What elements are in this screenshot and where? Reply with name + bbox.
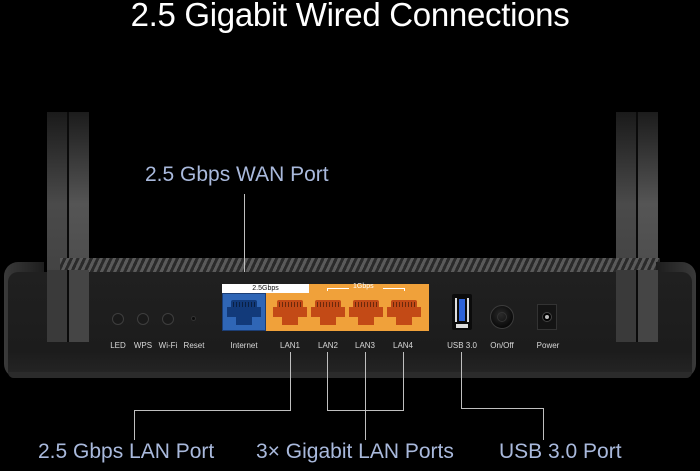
lan3-port[interactable]: [349, 300, 383, 326]
wan-port-callout: 2.5 Gbps WAN Port: [145, 163, 329, 186]
wan-callout-line: [244, 194, 245, 272]
lan4-label: LAN4: [392, 341, 414, 350]
lan-2-5g-callout: 2.5 Gbps LAN Port: [38, 440, 215, 463]
usb-callout-line-h: [461, 408, 544, 409]
ethernet-jack-icon: [227, 300, 261, 326]
lan1-port[interactable]: [273, 300, 307, 326]
gigabit-bracket-left: [327, 288, 349, 289]
onoff-label: On/Off: [490, 341, 514, 350]
gigabit-bracket-tick-left: [327, 288, 328, 291]
left-antenna-lower: [47, 270, 89, 342]
page-title: 2.5 Gigabit Wired Connections: [130, 0, 570, 33]
lan4-callout-line: [403, 352, 404, 411]
lan1-callout-line-v: [290, 352, 291, 411]
gigabit-bracket-tick-right: [404, 288, 405, 291]
reset-label: Reset: [183, 341, 205, 350]
lan2-callout-line: [327, 352, 328, 411]
lan2-label: LAN2: [317, 341, 339, 350]
usb-callout-line-drop: [543, 408, 544, 440]
router-base: [8, 372, 692, 378]
usb-port[interactable]: [452, 294, 472, 330]
usb-port-callout: USB 3.0 Port: [499, 440, 622, 463]
internet-label: Internet: [230, 341, 258, 350]
power-jack[interactable]: [537, 304, 557, 330]
power-label: Power: [536, 341, 560, 350]
lan4-port[interactable]: [387, 300, 421, 326]
usb-callout-line-v: [461, 352, 462, 409]
wifi-button[interactable]: [162, 313, 174, 325]
wifi-label: Wi-Fi: [158, 341, 178, 350]
speed-label-2-5gbps: 2.5Gbps: [222, 284, 309, 293]
internet-port[interactable]: [222, 293, 266, 331]
lan1-label: LAN1: [279, 341, 301, 350]
gigabit-lan-callout: 3× Gigabit LAN Ports: [256, 440, 454, 463]
led-button[interactable]: [112, 313, 124, 325]
router-top-vent: [60, 258, 660, 274]
lan3-callout-line: [365, 352, 366, 440]
lan3-label: LAN3: [354, 341, 376, 350]
lan1-callout-line-drop: [134, 410, 135, 440]
led-label: LED: [110, 341, 126, 350]
power-symbol-icon: [497, 312, 507, 322]
gigabit-bracket-right: [383, 288, 405, 289]
power-switch[interactable]: [490, 305, 514, 329]
wps-button[interactable]: [137, 313, 149, 325]
wps-label: WPS: [133, 341, 153, 350]
reset-pinhole[interactable]: [191, 316, 196, 321]
usb-label: USB 3.0: [447, 341, 477, 350]
lan2-port[interactable]: [311, 300, 345, 326]
right-antenna-lower: [616, 270, 658, 342]
speed-label-1gbps: 1Gbps: [353, 283, 374, 290]
lan1-callout-line-h: [134, 410, 291, 411]
